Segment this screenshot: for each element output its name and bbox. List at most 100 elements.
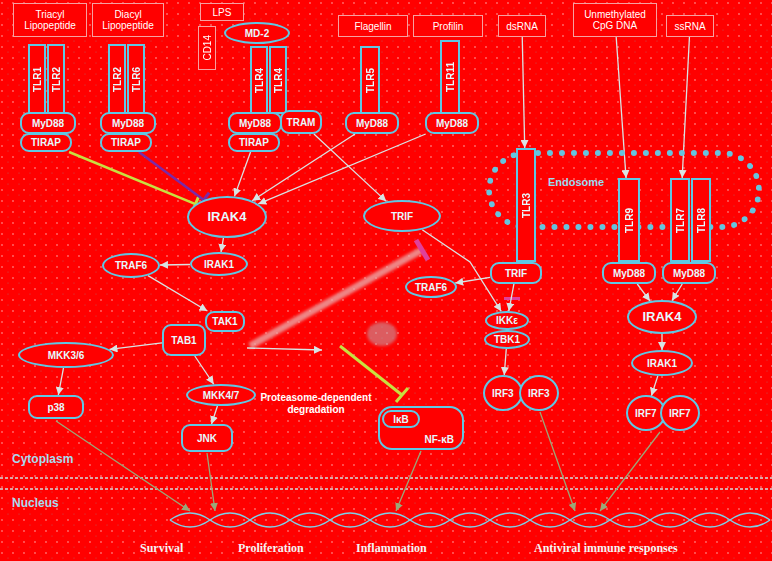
ligand-box: dsRNA — [498, 15, 546, 37]
connector-arrow — [616, 37, 626, 178]
receptor-bar: TLR11 — [440, 40, 460, 114]
node-text: IRAK1 — [204, 259, 234, 270]
node-text: JNK — [197, 433, 217, 444]
connector-arrow — [504, 349, 506, 375]
node-text: TRIF — [391, 211, 413, 222]
receptor-bar: TLR8 — [691, 178, 711, 262]
node-text: MKK4/7 — [203, 390, 240, 401]
connector-arrow — [509, 284, 514, 311]
transcription-factor-circle: IRF7 — [660, 395, 700, 431]
ligand-box: Profilin — [413, 15, 483, 37]
node-text: TRAF6 — [115, 260, 147, 271]
kinase-box: JNK — [181, 424, 233, 452]
node-text: TRIF — [505, 268, 527, 279]
connector-group — [58, 37, 689, 424]
outcome-label: Inflammation — [356, 541, 427, 556]
node-text: Triacyl Lipopeptide — [17, 9, 83, 31]
node-text: TLR5 — [365, 68, 376, 93]
node-text: Endosome — [548, 176, 604, 188]
node-text: TLR2 — [112, 67, 123, 92]
ligand-box: Triacyl Lipopeptide — [13, 3, 87, 37]
kinase-ellipse: IRAK1 — [190, 252, 248, 276]
nuclear-membrane — [0, 477, 772, 479]
node-text: TLR3 — [521, 193, 532, 218]
node-text: CD14 — [202, 35, 213, 61]
node-text: TLR7 — [675, 208, 686, 233]
connector-arrow — [139, 152, 204, 200]
inhibition-bar — [416, 240, 428, 260]
outcome-label: Survival — [140, 541, 183, 556]
node-text: MyD88 — [673, 268, 705, 279]
adaptor-box: TRAM — [280, 110, 322, 134]
receptor-bar: TLR4 — [250, 46, 268, 114]
outcome-label: Antiviral immune responses — [534, 541, 678, 556]
receptor-bar: TLR5 — [360, 46, 380, 114]
adaptor-box: MyD88 — [228, 112, 282, 134]
node-text: MyD88 — [613, 268, 645, 279]
connector-arrow — [58, 368, 63, 395]
kinase-ellipse: TBK1 — [484, 330, 530, 349]
transcription-factor-circle: IRF3 — [519, 375, 559, 411]
inhibition-band — [250, 250, 422, 346]
node-text: TIRAP — [31, 137, 61, 148]
node-text: MyD88 — [32, 118, 64, 129]
receptor-bar: TLR9 — [618, 178, 640, 262]
connector-arrow — [148, 276, 207, 311]
connector-arrow — [258, 134, 425, 204]
kinase-box: p38 — [28, 395, 84, 419]
activation-arrow — [247, 348, 322, 350]
connector-arrow — [651, 376, 657, 396]
node-text: ssRNA — [674, 21, 705, 32]
connector-arrow — [455, 277, 490, 283]
receptor-bar: TLR6 — [127, 44, 145, 114]
transcription-factor-circle: IRF3 — [483, 375, 523, 411]
node-text: IRAK1 — [647, 358, 677, 369]
receptor-bar: TLR7 — [670, 178, 690, 262]
connector-arrow — [221, 238, 223, 252]
receptor-bar: TLR2 — [47, 44, 65, 114]
kinase-ellipse: IRAK4 — [627, 300, 697, 334]
node-text: dsRNA — [506, 21, 538, 32]
node-text: Diacyl Lipopeptide — [96, 9, 160, 31]
outcome-label: Proliferation — [238, 541, 304, 556]
nuclear-membrane — [0, 488, 772, 490]
ligand-box: Unmethylated CpG DNA — [573, 3, 657, 37]
node-text: MKK3/6 — [48, 350, 85, 361]
protein-box: TAB1 — [162, 324, 206, 356]
nuclear-translocation-line — [600, 432, 660, 511]
node-text: TRAM — [287, 117, 316, 128]
node-text: MyD88 — [112, 118, 144, 129]
node-text: TRAF6 — [415, 282, 447, 293]
connector-arrow — [195, 356, 214, 384]
node-text: IRF7 — [635, 408, 657, 419]
ligand-box: Diacyl Lipopeptide — [92, 3, 164, 37]
nuclear-translocation-line — [396, 451, 421, 511]
protein-ellipse: TRAF6 — [102, 253, 160, 278]
connector-arrow — [672, 284, 682, 301]
coreceptor-ellipse: MD-2 — [224, 22, 290, 44]
inhibitor-box: IκB — [382, 410, 420, 428]
receptor-bar: TLR4 — [269, 46, 287, 114]
node-text: LPS — [213, 7, 232, 18]
node-text: MyD88 — [436, 118, 468, 129]
connector-arrow — [661, 334, 662, 350]
adaptor-box: MyD88 — [425, 112, 479, 134]
node-text: IKKε — [496, 315, 518, 326]
note-label: Proteasome-dependent degradation — [256, 392, 376, 415]
nuclear-translocation-line — [56, 421, 190, 511]
region-label: Cytoplasm — [12, 452, 73, 466]
receptor-bar: TLR3 — [516, 148, 536, 262]
nuclear-translocation-line — [540, 412, 575, 511]
coreceptor-box: CD14 — [198, 26, 216, 70]
ligand-box: Flagellin — [338, 15, 408, 37]
connector-arrow — [234, 152, 250, 196]
adaptor-box: MyD88 — [662, 262, 716, 284]
node-text: IκB — [393, 414, 409, 425]
adaptor-box: TRIF — [490, 262, 542, 284]
node-text: TLR6 — [131, 67, 142, 92]
connector-arrow — [69, 152, 195, 204]
connector-arrow — [522, 37, 524, 148]
ligand-box: LPS — [200, 3, 244, 21]
node-text: TLR2 — [51, 67, 62, 92]
